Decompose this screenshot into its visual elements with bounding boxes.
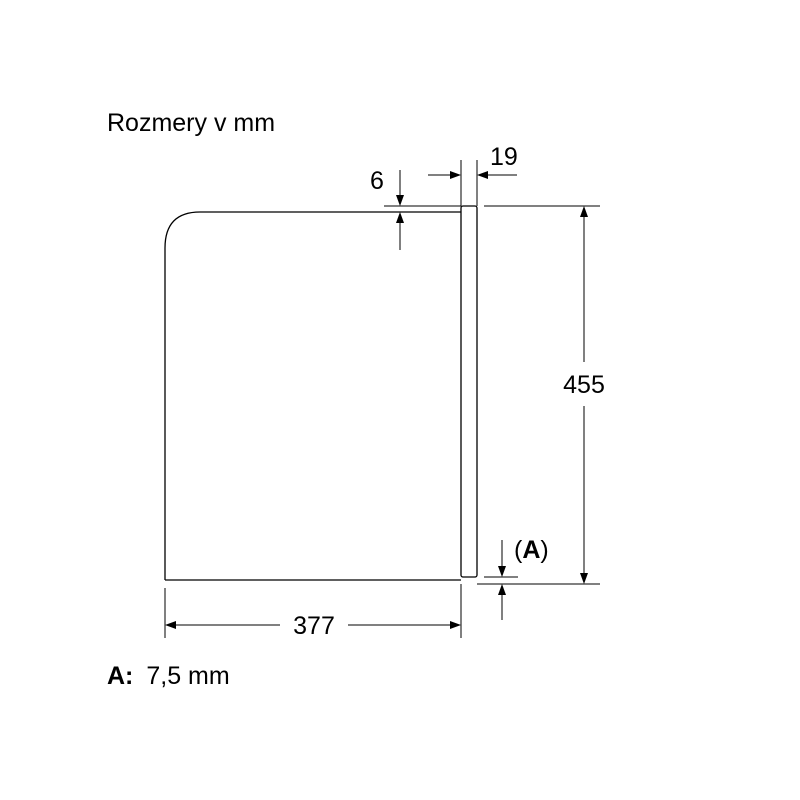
dim-377-arrow-right-head [450,621,461,629]
dim-455-arrow-top-head [580,206,588,217]
dim-6-label: 6 [370,167,384,195]
footnote-value: 7,5 mm [146,662,229,690]
dim-6-arrow-down-head [396,195,404,206]
dim-19-arrow-left-head [450,171,461,179]
dim-6-arrow-up-head [396,212,404,223]
footnote-label: A: [107,662,133,690]
dim-377-label: 377 [293,612,335,640]
dim-19-arrow-right-head [477,171,488,179]
dim-a-arrow-up-head [498,584,506,595]
dim-455-arrow-bottom-head [580,573,588,584]
appliance-body-outline [164,211,461,580]
dim-377-arrow-left-head [165,621,176,629]
dim-455-label: 455 [563,371,605,399]
front-panel [460,205,478,578]
footnote: A: 7,5 mm [107,662,230,690]
drawing-title: Rozmery v mm [107,109,275,137]
dim-a-arrow-down-head [498,566,506,577]
dim-19-label: 19 [490,143,518,171]
dim-a-label: (A) [514,536,549,564]
